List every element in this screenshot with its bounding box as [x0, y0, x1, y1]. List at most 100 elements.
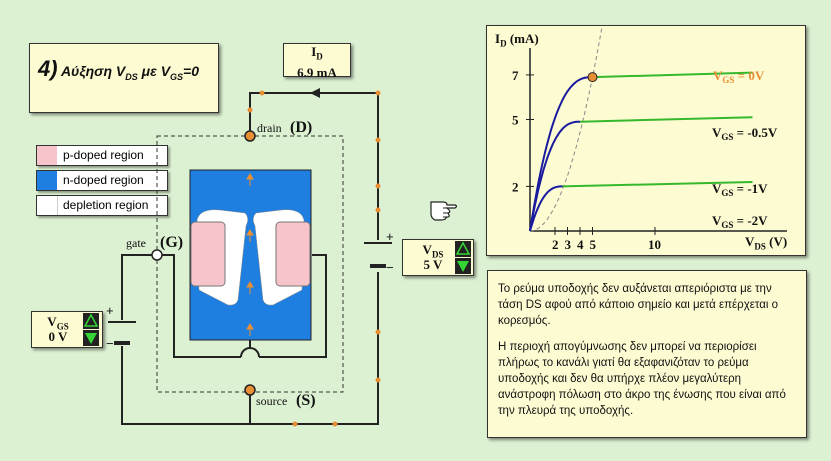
drain-terminal — [244, 130, 256, 142]
series-label-sub: GS — [721, 188, 733, 198]
electron-flow-arrows — [246, 173, 254, 336]
vgs-decrease-button[interactable] — [83, 330, 99, 346]
y-tick-label: 2 — [512, 179, 519, 194]
series-label-sub: GS — [721, 220, 733, 230]
vds-minus-sign: − — [386, 260, 394, 275]
y-axis-label: ID (mA) — [495, 31, 539, 49]
title-box: 4) Αύξηση VDS με VGS=0 — [29, 43, 219, 113]
title-prefix: Αύξηση V — [60, 63, 126, 79]
info-panel: Το ρεύμα υποδοχής δεν αυξάνεται απεριόρι… — [487, 270, 807, 438]
x-tick-label: 10 — [648, 237, 661, 252]
legend-p-doped: p-doped region — [36, 145, 168, 166]
series-saturation-line — [579, 116, 753, 123]
x-tick-label: 5 — [590, 237, 597, 252]
y-axis-label-sub: D — [500, 38, 507, 49]
legend-depletion: depletion region — [36, 195, 168, 216]
drain-letter: (D) — [290, 119, 312, 136]
series-ohmic-curve — [529, 185, 563, 232]
series-label-main: V — [713, 68, 723, 83]
y-tick-label: 5 — [512, 113, 519, 128]
hand-pointer-icon — [430, 201, 458, 221]
y-axis-label-unit: (mA) — [509, 31, 539, 46]
vgs-increase-button[interactable] — [83, 313, 99, 329]
legend-label: depletion region — [63, 198, 149, 212]
id-value: 6.9 mA — [297, 64, 337, 80]
legend-n-doped: n-doped region — [36, 170, 168, 191]
y-axis-label-main: I — [495, 31, 501, 46]
series-label: VGS = -2V — [712, 213, 768, 230]
page-title: 4) Αύξηση VDS με VGS=0 — [38, 56, 199, 82]
series-label-suffix: = -2V — [733, 213, 768, 228]
series-label: VGS = -1V — [712, 181, 768, 198]
id-readout: ID 6.9 mA — [283, 43, 351, 80]
series-label-sub: GS — [722, 75, 734, 85]
x-axis-label-sub: DS — [754, 241, 766, 252]
id-label-sub: D — [316, 51, 323, 62]
series-label: VGS = 0V — [713, 68, 765, 85]
series-label-suffix: = -1V — [733, 181, 768, 196]
vgs-control: VGS 0 V — [31, 311, 103, 348]
p-doped-swatch — [37, 146, 57, 165]
triangle-up-icon — [83, 313, 99, 327]
vgs-battery — [108, 321, 136, 345]
series-saturation-line — [562, 180, 753, 188]
saturation-boundary-curve — [529, 0, 608, 232]
series-label-main: V — [712, 181, 722, 196]
vds-value: 5 V — [423, 257, 443, 272]
info-paragraph-2: Η περιοχή απογύμνωσης δεν μπορεί να περι… — [498, 341, 786, 417]
series-label-main: V — [712, 125, 722, 140]
x-axis-label-main: V — [745, 234, 755, 249]
series-label-sub: GS — [721, 132, 733, 142]
vds-increase-button[interactable] — [455, 241, 471, 257]
x-axis-label-unit: (V) — [769, 234, 788, 249]
x-tick-label: 3 — [565, 237, 572, 252]
p-region-left — [190, 221, 226, 287]
legend-label: n-doped region — [63, 173, 144, 187]
x-axis-label: VDS (V) — [745, 234, 787, 252]
info-paragraph-1: Το ρεύμα υποδοχής δεν αυξάνεται απεριόρι… — [498, 283, 779, 327]
triangle-down-icon — [457, 261, 469, 272]
id-label: I — [311, 44, 317, 59]
title-number: 4) — [38, 56, 58, 81]
gate-label: gate — [126, 236, 146, 250]
x-tick-label: 2 — [552, 237, 559, 252]
source-letter: (S) — [296, 392, 316, 409]
series-ohmic-curve — [529, 120, 580, 232]
series-ohmic-curve — [529, 76, 593, 232]
vgs-value: 0 V — [48, 329, 68, 344]
series-saturation-line — [592, 71, 753, 79]
circuit-diagram: + − + − drain (D) gate (G) source (S) — [106, 88, 394, 427]
vgs-minus-sign: − — [106, 336, 114, 351]
vds-battery — [364, 242, 392, 268]
current-dots — [247, 90, 381, 427]
vds-decrease-button[interactable] — [455, 258, 471, 274]
source-terminal — [244, 384, 256, 396]
current-arrow-icon — [310, 88, 320, 98]
vds-control: VDS 5 V — [402, 239, 474, 276]
vgs-plus-sign: + — [106, 303, 114, 318]
legend-label: p-doped region — [63, 148, 144, 162]
n-doped-swatch — [37, 171, 57, 190]
series-label: VGS = -0.5V — [712, 125, 778, 142]
triangle-down-icon — [85, 333, 97, 344]
gate-terminal — [151, 249, 163, 261]
vgs-label-sub: GS — [56, 321, 69, 332]
vds-plus-sign: + — [386, 229, 394, 244]
title-suffix: =0 — [183, 63, 200, 79]
y-tick-label: 7 — [512, 68, 519, 83]
p-region-right — [275, 221, 311, 287]
series-label-suffix: = 0V — [734, 68, 764, 83]
drain-label: drain — [257, 121, 282, 135]
series-label-suffix: = -0.5V — [733, 125, 777, 140]
title-ds-sub: DS — [125, 71, 138, 82]
depletion-swatch — [37, 196, 58, 215]
source-label: source — [256, 394, 287, 408]
triangle-up-icon — [455, 241, 471, 255]
title-mid: με V — [141, 63, 171, 79]
vgs-label: V — [47, 314, 57, 329]
gate-letter: (G) — [160, 234, 183, 251]
